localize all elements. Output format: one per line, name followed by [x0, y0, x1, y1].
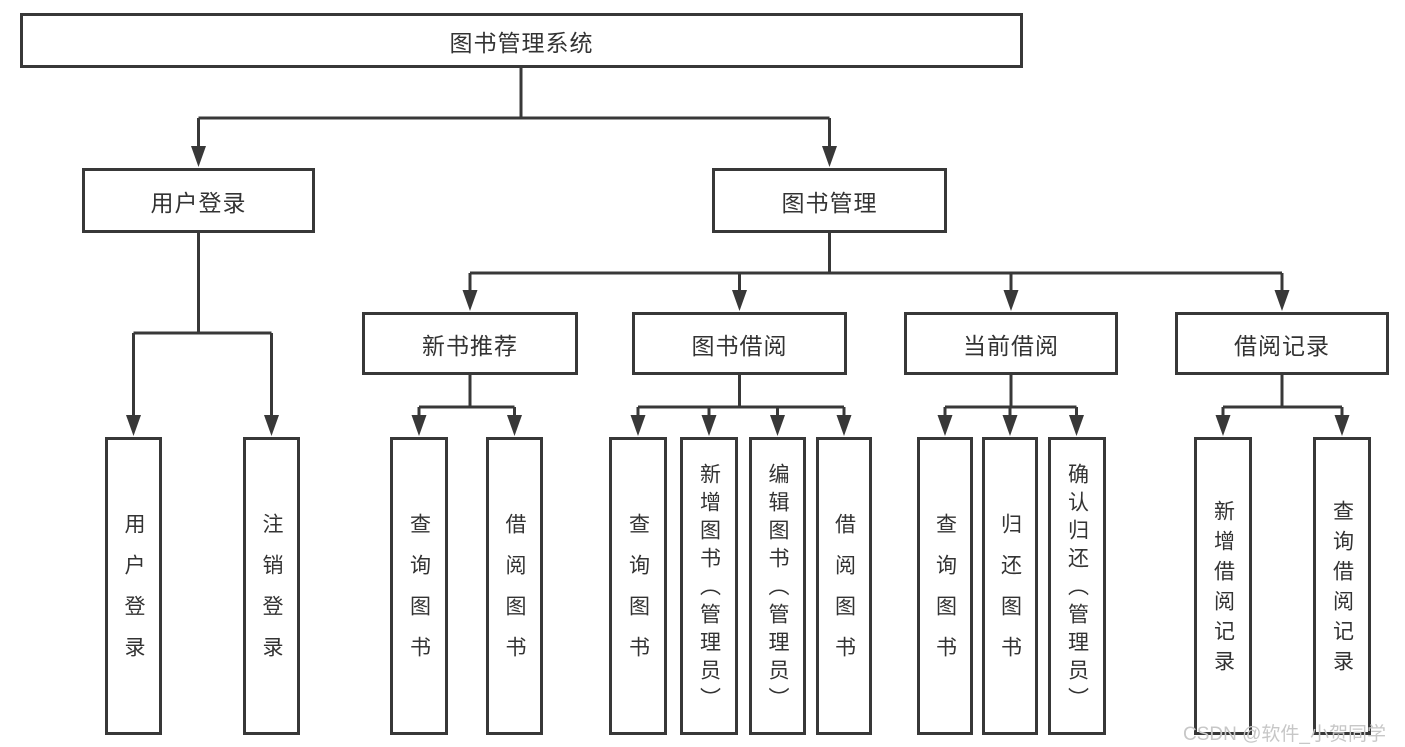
node-book-management: 图书管理 — [712, 168, 947, 233]
node-label: 查询图书 — [626, 513, 650, 677]
node-new-book-recommend: 新书推荐 — [362, 312, 578, 375]
node-label: 确认归还（管理员） — [1065, 463, 1089, 715]
csdn-watermark: CSDN @软件_小贺同学 — [1183, 724, 1386, 745]
node-add-books-admin: 新增图书（管理员） — [680, 437, 738, 735]
connector-new-book-rec-children — [411, 375, 522, 436]
node-label: 图书管理 — [781, 189, 878, 216]
node-query-borrow-record: 查询借阅记录 — [1313, 437, 1371, 735]
node-label: 查询借阅记录 — [1330, 500, 1354, 680]
node-current-borrow: 当前借阅 — [904, 312, 1118, 375]
node-label: 查询图书 — [933, 513, 957, 677]
node-label: 当前借阅 — [963, 332, 1059, 359]
node-edit-books-admin: 编辑图书（管理员） — [749, 437, 806, 735]
node-label: 新增借阅记录 — [1211, 500, 1235, 680]
connector-borrow-records-children — [1215, 375, 1350, 436]
node-borrow-books-newrec: 借阅图书 — [486, 437, 543, 735]
node-label: 借阅图书 — [503, 513, 526, 677]
node-label: 图书借阅 — [691, 332, 788, 359]
node-label: 归还图书 — [998, 513, 1022, 677]
node-user-login-action: 用户登录 — [105, 437, 162, 735]
node-borrow-books-action: 借阅图书 — [816, 437, 872, 735]
node-book-borrow: 图书借阅 — [632, 312, 847, 375]
node-return-books: 归还图书 — [982, 437, 1038, 735]
node-query-books-newrec: 查询图书 — [390, 437, 448, 735]
node-label: 图书管理系统 — [449, 29, 594, 56]
connector-book-management-children — [462, 233, 1290, 311]
node-add-borrow-record: 新增借阅记录 — [1194, 437, 1252, 735]
node-label: 借阅图书 — [832, 513, 856, 677]
connector-current-borrow-children — [937, 375, 1084, 436]
node-label: 编辑图书（管理员） — [766, 463, 789, 715]
node-label: 新增图书（管理员） — [697, 463, 721, 715]
node-label: 查询图书 — [407, 513, 431, 677]
node-confirm-return-admin: 确认归还（管理员） — [1048, 437, 1106, 735]
node-query-books-borrow: 查询图书 — [609, 437, 667, 735]
node-label: 借阅记录 — [1234, 332, 1330, 359]
node-label: 新书推荐 — [422, 332, 518, 359]
node-query-books-current: 查询图书 — [917, 437, 973, 735]
node-logout-action: 注销登录 — [243, 437, 300, 735]
node-borrow-records: 借阅记录 — [1175, 312, 1389, 375]
connector-user-login-children — [126, 233, 279, 436]
node-user-login: 用户登录 — [82, 168, 315, 233]
node-book-management-system: 图书管理系统 — [20, 13, 1023, 68]
node-label: 用户登录 — [150, 189, 247, 216]
node-label: 注销登录 — [260, 513, 283, 677]
connector-book-borrow-children — [630, 375, 852, 436]
connector-root-to-level2 — [191, 68, 837, 167]
node-label: 用户登录 — [122, 513, 145, 677]
